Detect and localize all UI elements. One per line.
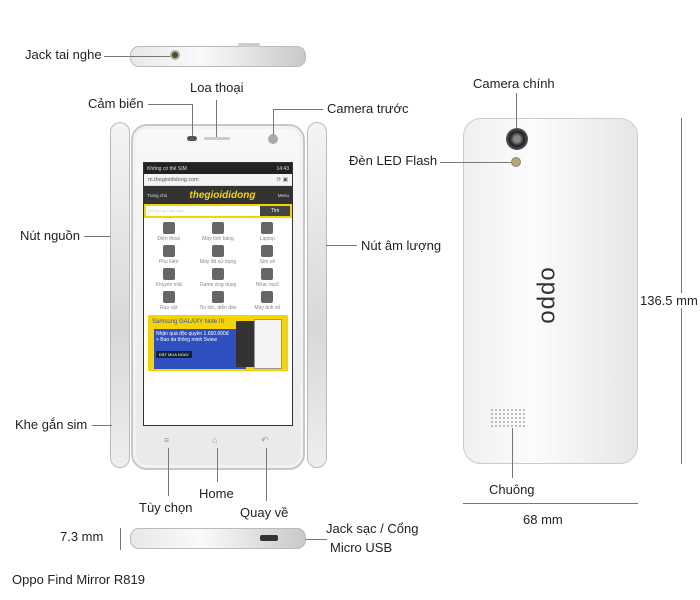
label-headphone-jack: Jack tai nghe (25, 47, 102, 62)
category-icon (211, 268, 224, 280)
category-icon (162, 291, 175, 303)
category-item[interactable]: Sim số (243, 245, 292, 265)
menu-key-icon[interactable]: ≡ (164, 435, 170, 445)
earpiece (204, 137, 230, 140)
search-input[interactable]: Bạn tìm gì hôm nay? (146, 206, 260, 216)
label-height: 136.5 mm (640, 293, 698, 308)
label-width: 68 mm (523, 512, 563, 527)
category-label: Phụ kiện (158, 259, 179, 265)
category-icon (211, 222, 224, 234)
label-back: Quay về (240, 505, 289, 520)
label-sim-slot: Khe gắn sim (15, 417, 88, 432)
label-charging-port-1: Jack sạc / Cổng (326, 521, 419, 536)
category-item[interactable]: Máy tính bảng (193, 222, 242, 242)
phone-bottom-edge (130, 528, 306, 549)
category-label: Khuyến mãi (155, 282, 182, 288)
label-main-camera: Camera chính (473, 76, 555, 91)
label-thickness: 7.3 mm (60, 529, 104, 544)
url-text: m.thegioididong.com (148, 176, 199, 183)
front-camera (268, 134, 278, 144)
category-item[interactable]: Nhạc mp3 (243, 268, 292, 288)
headphone-jack (170, 50, 180, 60)
ad-banner[interactable]: Samsung GALAXY Note III Nhận quà độc quy… (148, 315, 288, 371)
category-icon (162, 222, 175, 234)
category-item[interactable]: Máy đã sử dụng (193, 245, 242, 265)
category-label: Máy đã sử dụng (199, 259, 237, 265)
category-label: Máy ảnh số (254, 305, 281, 311)
home-key-icon[interactable]: ⌂ (212, 435, 218, 445)
label-options: Tùy chọn (139, 500, 193, 515)
category-label: Nhạc mp3 (255, 282, 279, 288)
status-bar: Không có thẻ SIM 14:43 (144, 163, 292, 174)
category-item[interactable]: Máy ảnh số (243, 291, 292, 311)
power-key-top (238, 43, 260, 47)
label-volume-button: Nút âm lượng (361, 238, 442, 253)
label-charging-port-2: Micro USB (330, 540, 393, 555)
category-icon (261, 268, 274, 280)
main-camera (506, 128, 528, 150)
brand-logo: oppo (535, 267, 563, 325)
speaker-grille (490, 408, 526, 428)
ad-line1: Nhận quà độc quyền 1.650.000đ (156, 331, 229, 337)
model-title: Oppo Find Mirror R819 (12, 572, 145, 587)
category-icon (211, 245, 224, 257)
category-item[interactable]: Game ứng dụng (193, 268, 242, 288)
category-label: Sim số (259, 259, 275, 265)
category-label: Tin tức, diễn đàn (199, 305, 237, 311)
label-power-button: Nút nguồn (20, 228, 80, 243)
category-item[interactable]: Rao vặt (144, 291, 193, 311)
category-label: Laptop (259, 236, 275, 242)
home-link[interactable]: Trang chủ (147, 192, 168, 198)
site-header: Trang chủ thegioididong Menu (144, 186, 292, 204)
category-item[interactable]: Điện thoại (144, 222, 193, 242)
category-label: Máy tính bảng (202, 236, 234, 242)
label-speaker: Chuông (489, 482, 535, 497)
micro-usb-port (260, 535, 278, 541)
category-icon (261, 245, 274, 257)
phone-right-side (307, 122, 327, 468)
label-earpiece: Loa thoại (190, 80, 244, 95)
sensor (187, 136, 197, 141)
url-bar[interactable]: m.thegioididong.com ⟳ ▣ (144, 174, 292, 186)
status-time: 14:43 (276, 165, 289, 172)
status-sim: Không có thẻ SIM (147, 165, 187, 172)
ad-line2: + Bao da thông minh Sview (156, 337, 218, 343)
led-flash (511, 157, 521, 167)
refresh-icon[interactable]: ⟳ ▣ (276, 176, 288, 183)
category-item[interactable]: Phụ kiện (144, 245, 193, 265)
back-key-icon[interactable]: ↶ (261, 435, 269, 445)
back-phone (463, 118, 638, 464)
category-item[interactable]: Laptop (243, 222, 292, 242)
category-icon (211, 291, 224, 303)
category-icon (162, 268, 175, 280)
category-icon (162, 245, 175, 257)
label-home: Home (199, 486, 234, 501)
category-label: Rao vặt (160, 305, 178, 311)
category-label: Game ứng dụng (199, 282, 237, 288)
category-icon (261, 291, 274, 303)
phone-screen: Không có thẻ SIM 14:43 m.thegioididong.co… (143, 162, 293, 426)
category-item[interactable]: Tin tức, diễn đàn (193, 291, 242, 311)
category-label: Điện thoại (157, 236, 180, 242)
search-bar: Bạn tìm gì hôm nay?Tìm (144, 204, 292, 218)
category-item[interactable]: Khuyến mãi (144, 268, 193, 288)
category-icon (261, 222, 274, 234)
search-button[interactable]: Tìm (260, 206, 290, 216)
phone-left-side (110, 122, 130, 468)
label-front-camera: Camera trước (327, 101, 409, 116)
site-logo: thegioididong (189, 189, 256, 201)
ad-title: Samsung GALAXY Note III (152, 319, 224, 325)
ad-button[interactable]: ĐẶT MUA NGAY (156, 351, 192, 358)
menu-button[interactable]: Menu (277, 192, 289, 198)
label-led-flash: Đèn LED Flash (349, 153, 438, 168)
label-sensor: Cảm biến (88, 96, 144, 111)
